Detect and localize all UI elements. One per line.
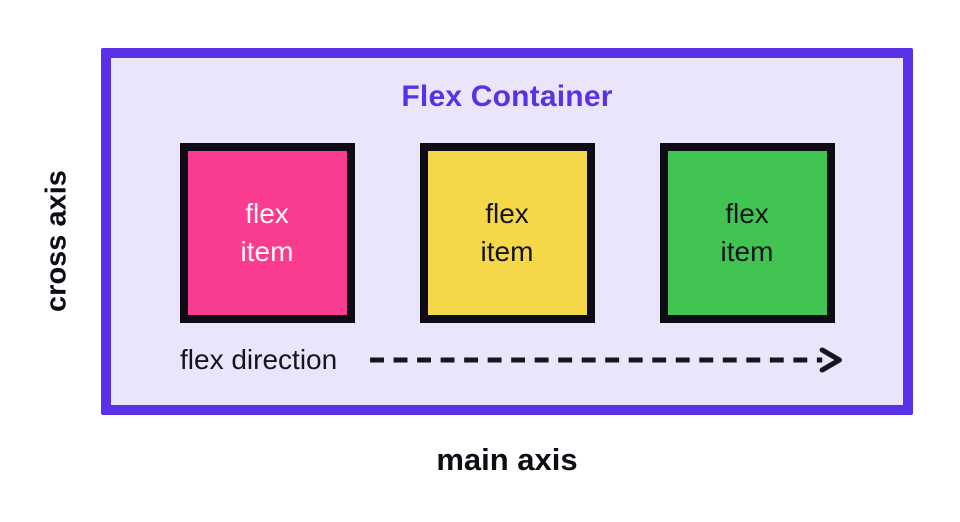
flex-direction-label: flex direction	[180, 344, 338, 375]
flex-item-label: flex item	[720, 198, 774, 267]
cross-axis-label: cross axis	[40, 170, 73, 312]
flex-direction-row: flex direction	[180, 344, 847, 376]
flex-item-2: flex item	[419, 143, 595, 323]
flex-container-title: Flex Container	[401, 80, 613, 113]
flex-direction-arrow-icon	[370, 347, 843, 373]
flex-item-1: flex item	[179, 143, 355, 323]
flex-item-3: flex item	[659, 143, 835, 323]
flex-item-label: flex item	[480, 198, 534, 267]
flex-items-row: flex item flex item flex item	[111, 143, 903, 323]
flex-item-label: flex item	[240, 198, 294, 267]
main-axis-label: main axis	[436, 442, 578, 477]
flex-container: Flex Container flex item flex item flex …	[101, 48, 913, 415]
